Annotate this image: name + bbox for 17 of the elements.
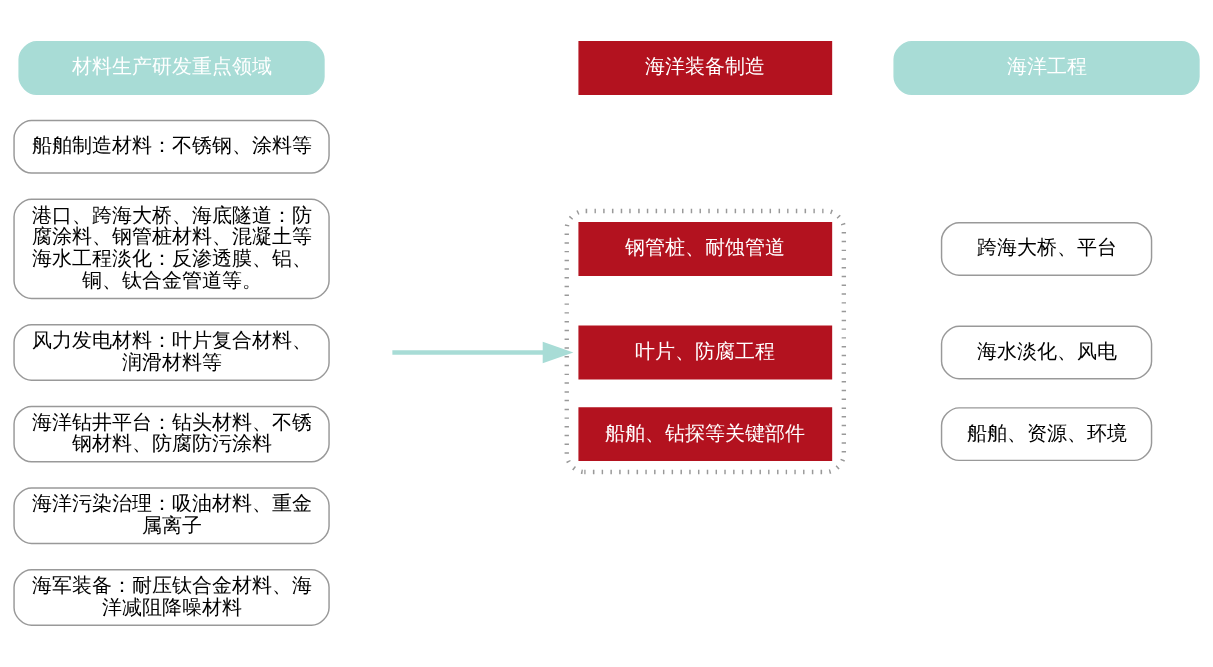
node-box: 海洋装备制造 — [578, 41, 833, 96]
node-box: 船舶制造材料：不锈钢、涂料等 — [13, 119, 330, 174]
node-box: 跨海大桥、平台 — [940, 221, 1153, 276]
node-box: 叶片、防腐工程 — [578, 325, 833, 380]
node-box: 海水淡化、风电 — [940, 325, 1153, 380]
cluster — [564, 208, 847, 475]
node-box: 船舶、资源、环境 — [940, 407, 1153, 462]
node-box: 风力发电材料：叶片复合材料、润滑材料等 — [13, 324, 330, 381]
node-box: 海军装备：耐压钛合金材料、海洋减阻降噪材料 — [13, 569, 330, 626]
node-box: 船舶、钻探等关键部件 — [578, 407, 833, 462]
arrow — [392, 341, 574, 364]
node-box: 海洋工程 — [893, 41, 1200, 96]
node-box: 海洋污染治理：吸油材料、重金属离子 — [13, 487, 330, 545]
node-box: 港口、跨海大桥、海底隧道：防腐涂料、钢管桩材料、混凝土等海水工程淡化：反渗透膜、铝、铜、钛合金管道等。 — [13, 198, 330, 300]
node-box: 材料生产研发重点领域 — [18, 41, 325, 96]
node-box: 钢管桩、耐蚀管道 — [578, 221, 833, 276]
node-box: 海洋钻井平台：钻头材料、不锈钢材料、防腐防污涂料 — [13, 405, 330, 463]
